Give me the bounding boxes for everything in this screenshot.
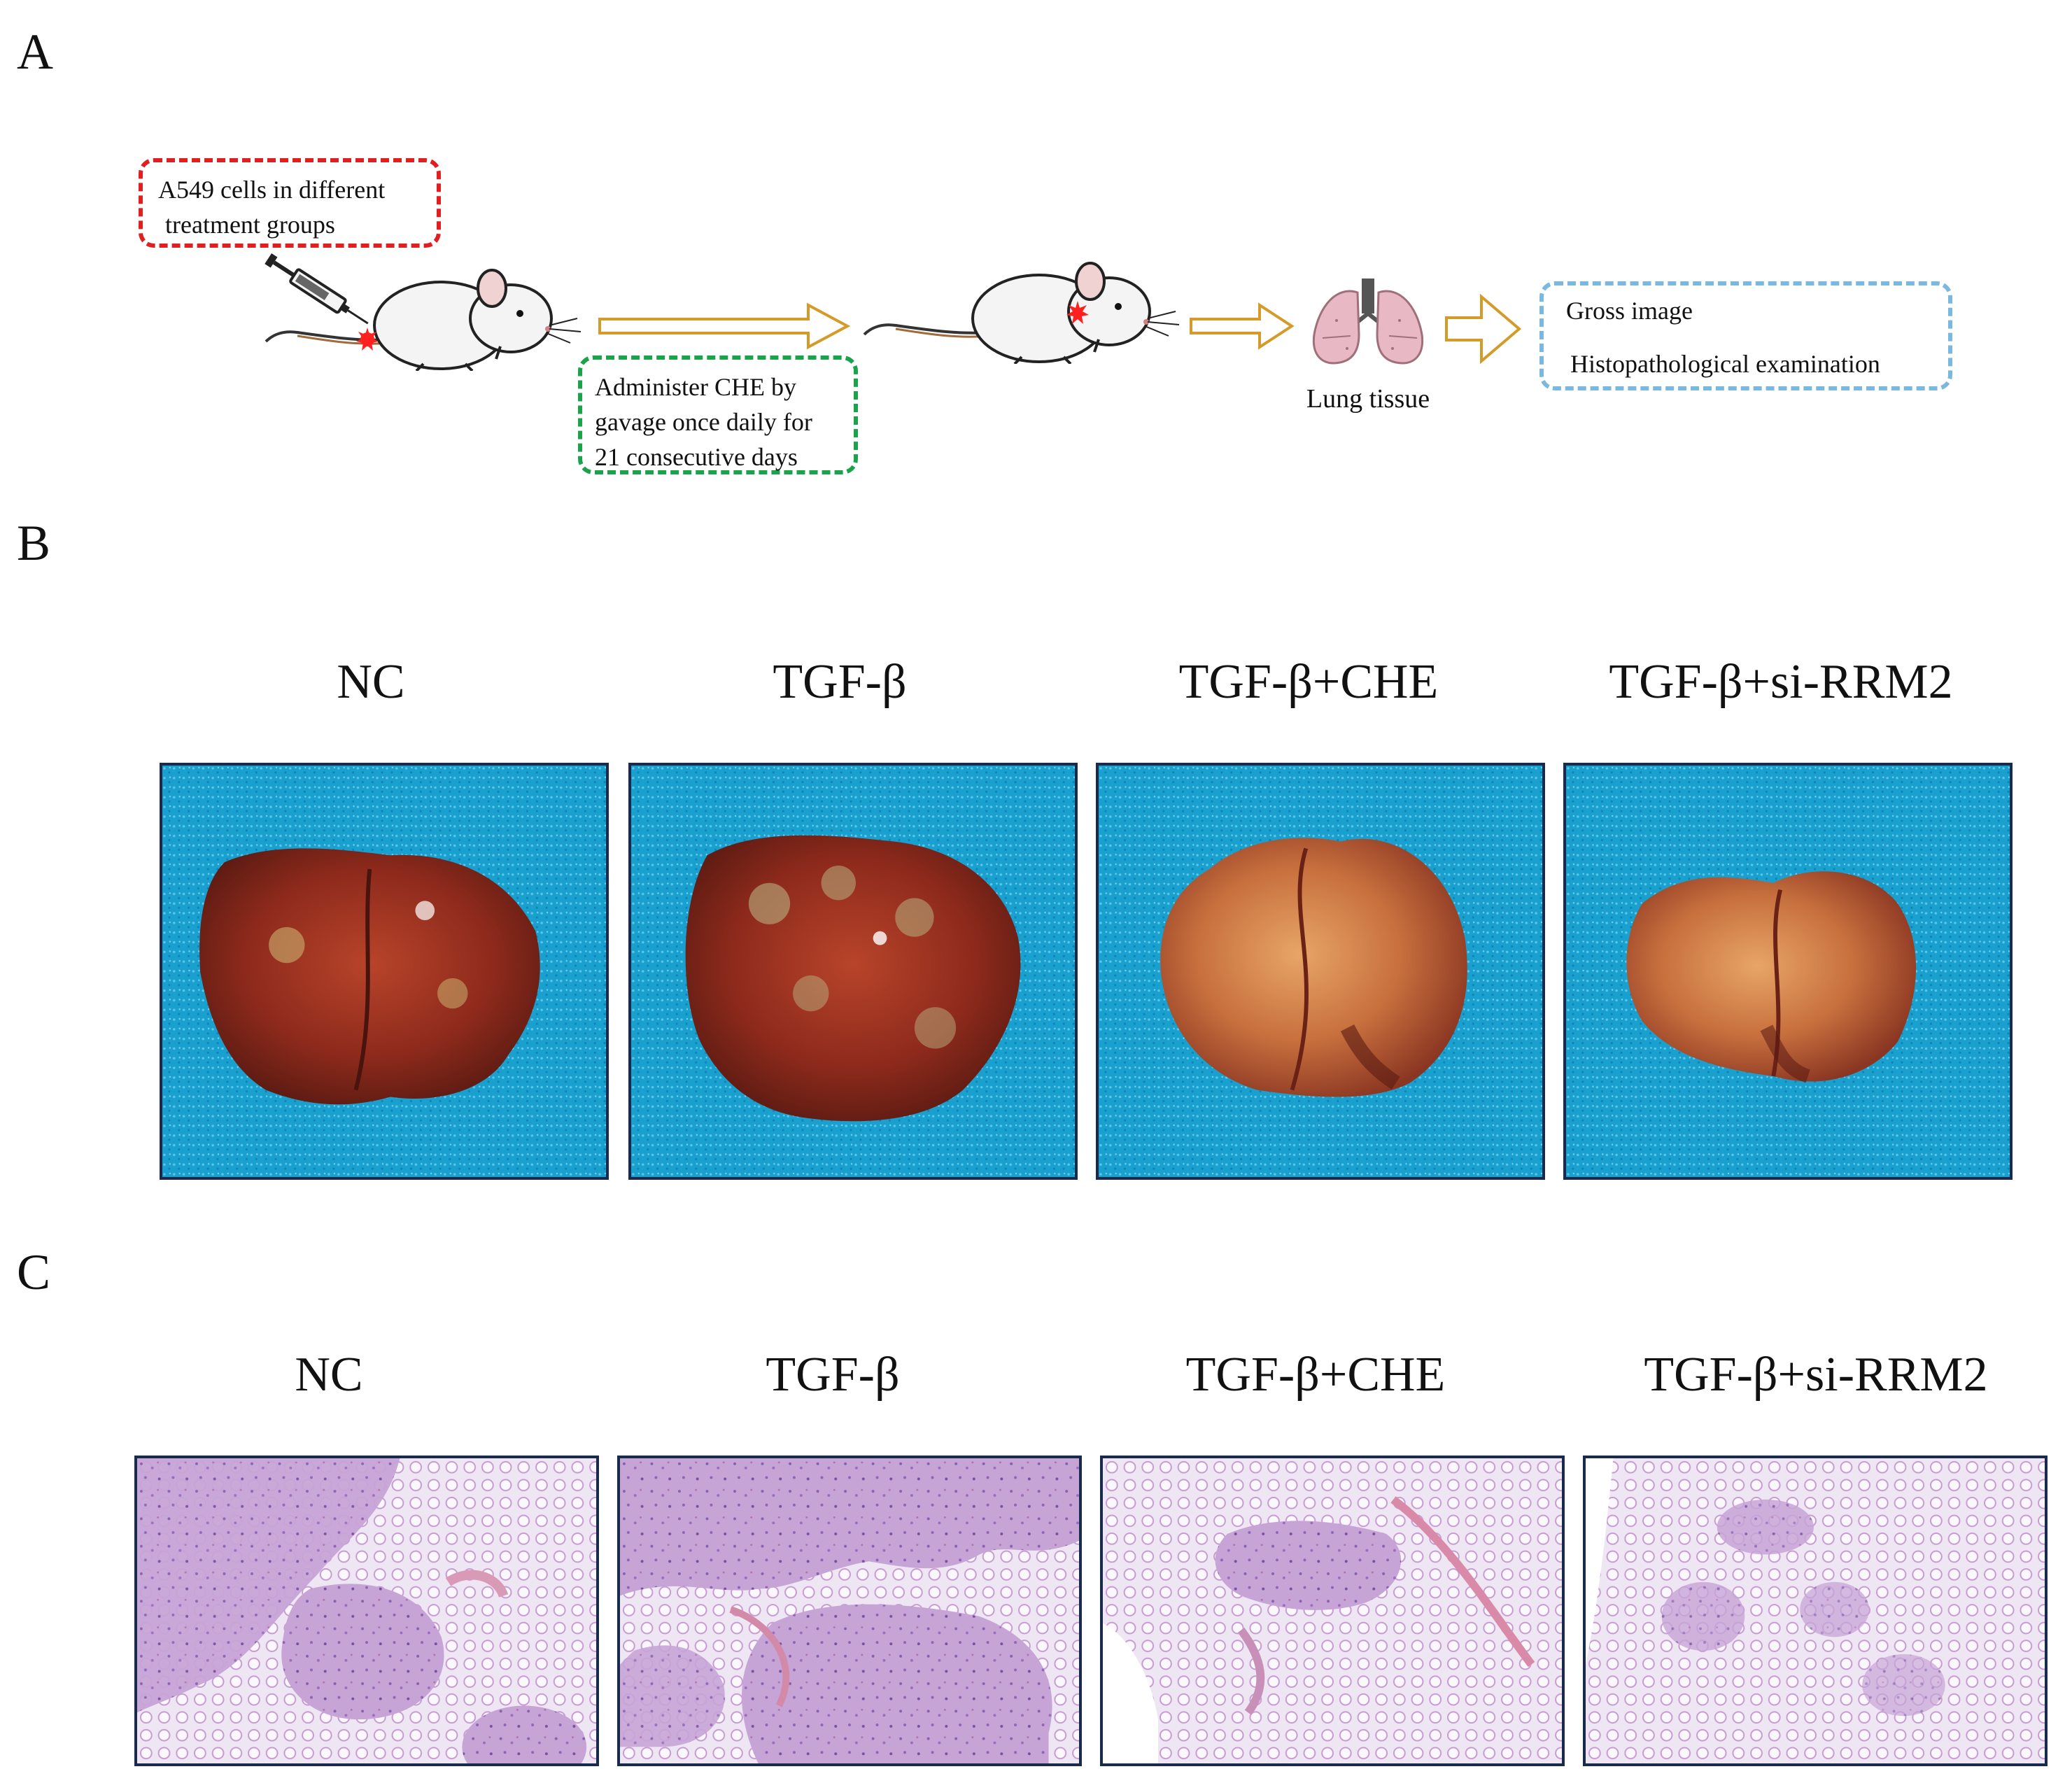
gross-image-nc: [160, 763, 609, 1180]
outcome-box: Gross image Histopathological examinatio…: [1539, 281, 1952, 390]
gross-image-tgf: [628, 763, 1078, 1180]
panel-c-label-tgf-sirrm2: TGF-β+si-RRM2: [1644, 1348, 1988, 1402]
he-image-tgf-che: [1100, 1456, 1565, 1766]
outcome-box-line1: Gross image: [1566, 297, 1693, 325]
injection-box-line1: A549 cells in different: [158, 176, 386, 204]
he-image-tgf: [617, 1456, 1082, 1766]
panel-b-label-tgf-sirrm2: TGF-β+si-RRM2: [1609, 655, 1953, 709]
syringe-icon: [265, 253, 369, 325]
injection-box: A549 cells in different treatment groups: [139, 158, 441, 248]
panel-c-letter: C: [17, 1244, 51, 1300]
panel-a-letter: A: [17, 24, 53, 80]
arrow-icon: [598, 302, 850, 350]
lung-icon: [1312, 279, 1424, 365]
lung-tissue-caption: Lung tissue: [1306, 384, 1430, 414]
panel-b-label-tgf: TGF-β: [773, 655, 907, 709]
gross-image-tgf-che: [1096, 763, 1545, 1180]
panel-b-label-nc: NC: [337, 655, 405, 709]
gavage-box-line2: gavage once daily for: [595, 408, 812, 436]
gavage-box-line1: Administer CHE by: [595, 373, 796, 401]
outcome-box-line2: Histopathological examination: [1570, 350, 1880, 378]
mouse-injection-icon: [265, 269, 582, 371]
he-image-nc: [134, 1456, 599, 1766]
arrow-icon: [1445, 294, 1522, 364]
mouse-treated-icon: [863, 262, 1180, 364]
panel-b-letter: B: [17, 515, 51, 571]
injection-box-line2: treatment groups: [165, 211, 335, 239]
panel-c-label-tgf-che: TGF-β+CHE: [1185, 1348, 1446, 1402]
panel-b-label-tgf-che: TGF-β+CHE: [1178, 655, 1439, 709]
panel-c-label-nc: NC: [295, 1348, 363, 1402]
gross-image-tgf-sirrm2: [1563, 763, 2013, 1180]
arrow-icon: [1190, 302, 1295, 350]
panel-c-label-tgf: TGF-β: [766, 1348, 900, 1402]
he-image-tgf-sirrm2: [1583, 1456, 2048, 1766]
gavage-box-line3: 21 consecutive days: [595, 443, 798, 471]
gavage-box: Administer CHE by gavage once daily for …: [578, 355, 858, 474]
